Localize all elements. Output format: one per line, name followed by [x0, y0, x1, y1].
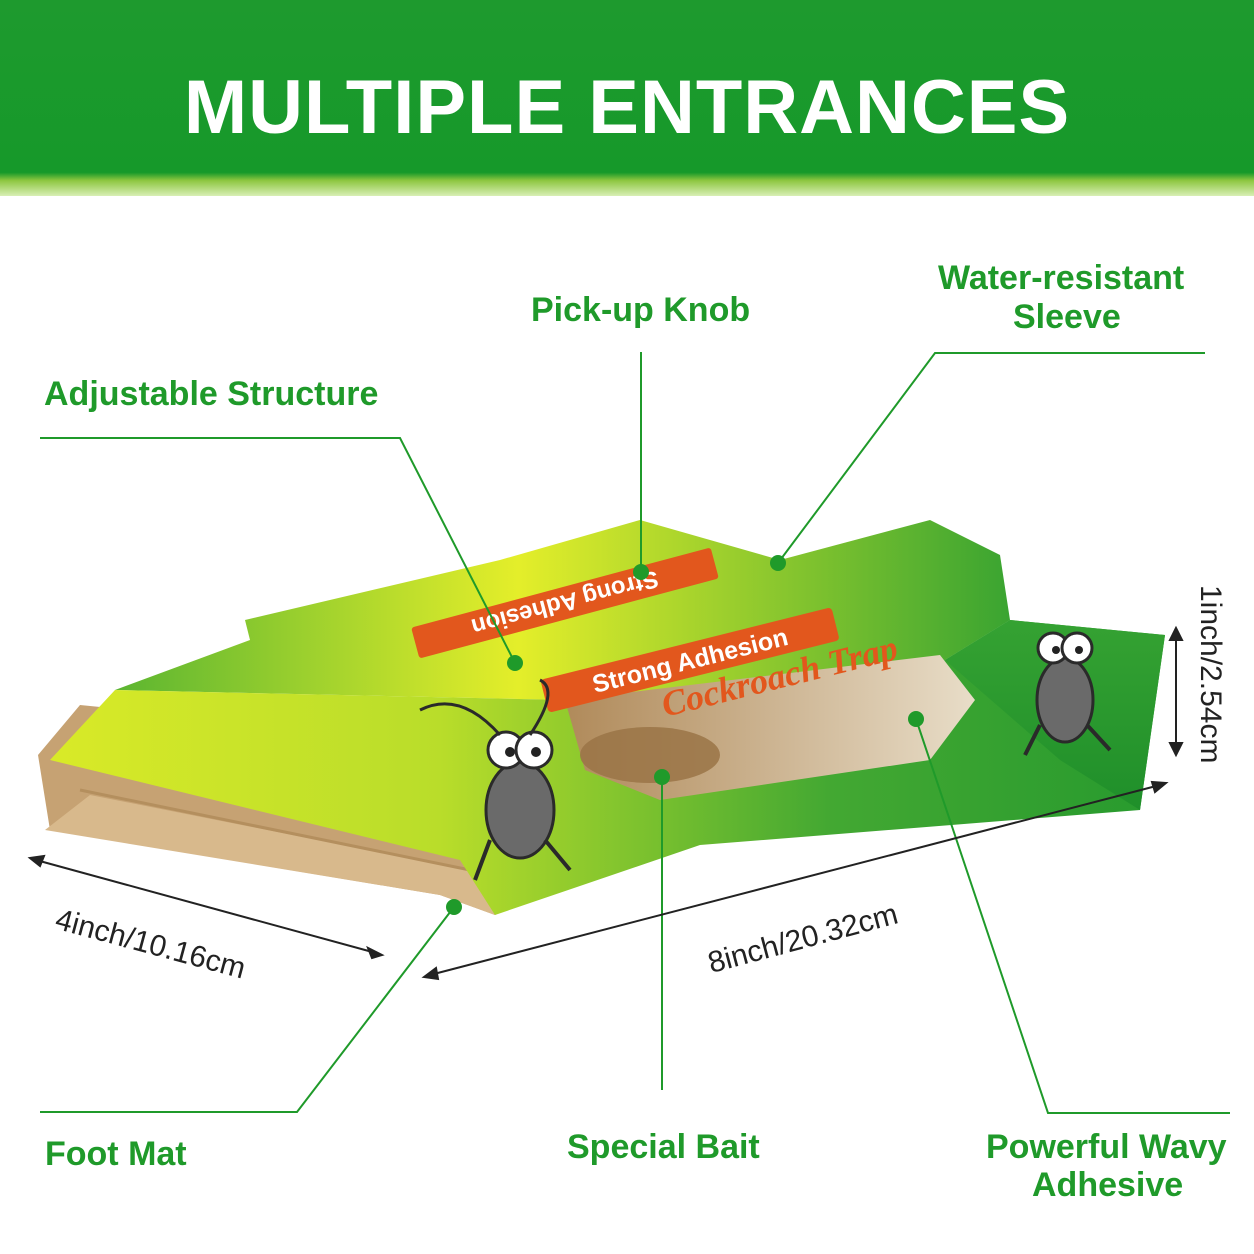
width-arrow [35, 859, 377, 954]
cardboard-floor [45, 795, 495, 915]
label-powerful-wavy-line2: Adhesive [1032, 1166, 1184, 1204]
special-bait-pile [580, 727, 720, 783]
label-special-bait: Special Bait [567, 1128, 760, 1166]
header-banner: MULTIPLE ENTRANCES [0, 0, 1254, 196]
dimension-height: 1inch/2.54cm [1194, 585, 1227, 764]
label-pickup-knob: Pick-up Knob [531, 291, 751, 329]
callout-dots [446, 555, 924, 915]
label-water-resistant-line1: Water-resistant [938, 259, 1185, 297]
cockroach-cartoon-left [419, 678, 572, 881]
dimension-arrows [27, 625, 1184, 981]
page-title: MULTIPLE ENTRANCES [183, 65, 1071, 150]
cardboard-crease [79, 788, 471, 872]
cockroach-trap-box: Strong Adhesion Strong Adhesion Cockroac… [38, 520, 1165, 915]
label-foot-mat: Foot Mat [45, 1135, 187, 1173]
label-powerful-wavy-line1: Powerful Wavy [986, 1128, 1227, 1166]
label-adjustable-structure: Adjustable Structure [44, 375, 379, 413]
label-water-resistant-line2: Sleeve [1013, 298, 1121, 336]
cockroach-cartoon-right [1023, 631, 1112, 756]
callout-lines [40, 352, 1230, 1114]
length-arrow [429, 784, 1161, 976]
